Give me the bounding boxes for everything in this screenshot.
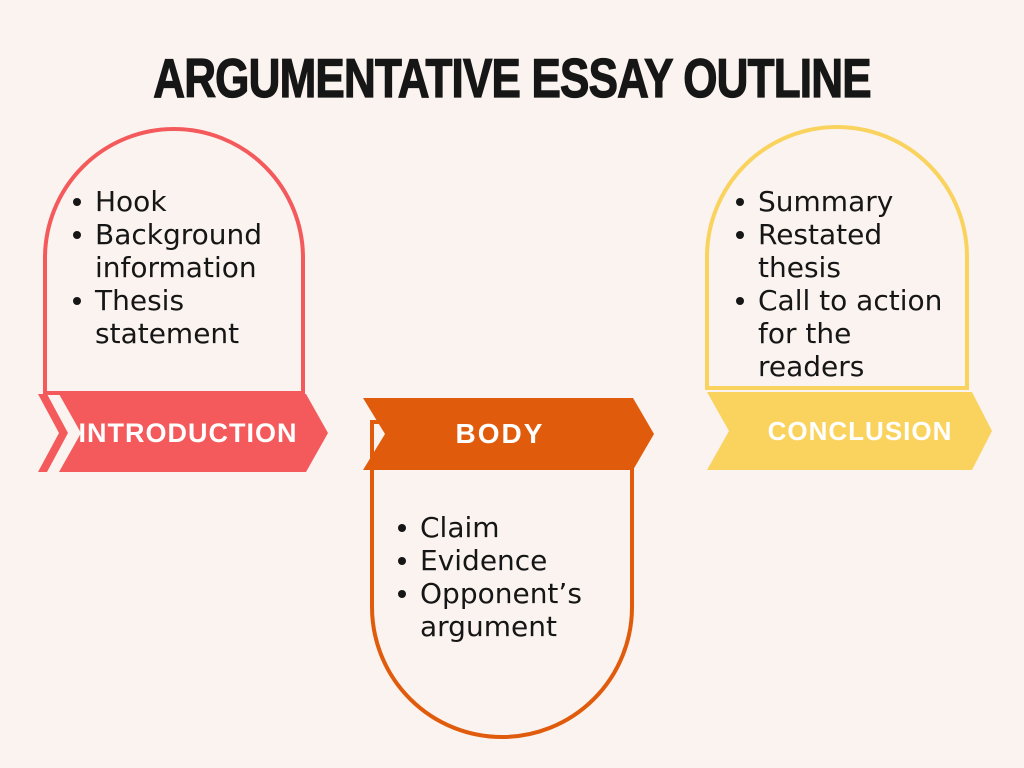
bullet-icon — [73, 231, 81, 239]
conclusion-label: CONCLUSION — [767, 415, 953, 446]
ribbon-arrow-shape — [707, 392, 992, 470]
list-item: Claim — [398, 511, 582, 544]
list-item: Background information — [73, 218, 262, 284]
bullet-icon — [736, 297, 744, 305]
body-ribbon — [363, 398, 654, 470]
bullet-icon — [73, 198, 81, 206]
introduction-ribbon — [38, 394, 328, 472]
list-item-text: Background information — [95, 218, 263, 284]
bullet-icon — [736, 231, 744, 239]
ribbon-arrow-shape — [363, 398, 654, 470]
list-item: Hook — [73, 185, 262, 218]
bullet-icon — [398, 524, 406, 532]
conclusion-list: Summary Restated thesis Call to action f… — [736, 185, 942, 383]
list-item: Call to action for the readers — [736, 284, 942, 383]
list-item: Thesis statement — [73, 284, 262, 350]
conclusion-ribbon — [707, 392, 992, 470]
list-item-text: Claim — [420, 511, 500, 544]
introduction-label: INTRODUCTION — [78, 417, 298, 448]
introduction-panel — [43, 127, 305, 395]
bullet-icon — [398, 557, 406, 565]
list-item-text: Thesis statement — [95, 284, 240, 350]
list-item-text: Hook — [95, 185, 167, 218]
list-item-text: Opponent’s argument — [420, 577, 582, 643]
introduction-list: Hook Background information Thesis state… — [73, 185, 262, 350]
bullet-icon — [73, 297, 81, 305]
list-item: Restated thesis — [736, 218, 942, 284]
list-item-text: Restated thesis — [758, 218, 883, 284]
ribbon-arrow-shape — [59, 394, 328, 472]
list-item: Summary — [736, 185, 942, 218]
list-item-text: Evidence — [420, 544, 548, 577]
page-title: ARGUMENTATIVE ESSAY OUTLINE — [153, 46, 872, 109]
body-list: Claim Evidence Opponent’s argument — [398, 511, 582, 643]
ribbon-fold-shape — [38, 394, 68, 472]
list-item: Evidence — [398, 544, 582, 577]
bullet-icon — [736, 198, 744, 206]
list-item-text: Call to action for the readers — [758, 284, 943, 383]
list-item: Opponent’s argument — [398, 577, 582, 643]
list-item-text: Summary — [758, 185, 894, 218]
conclusion-panel — [705, 125, 969, 390]
body-label: BODY — [455, 418, 545, 449]
bullet-icon — [398, 590, 406, 598]
